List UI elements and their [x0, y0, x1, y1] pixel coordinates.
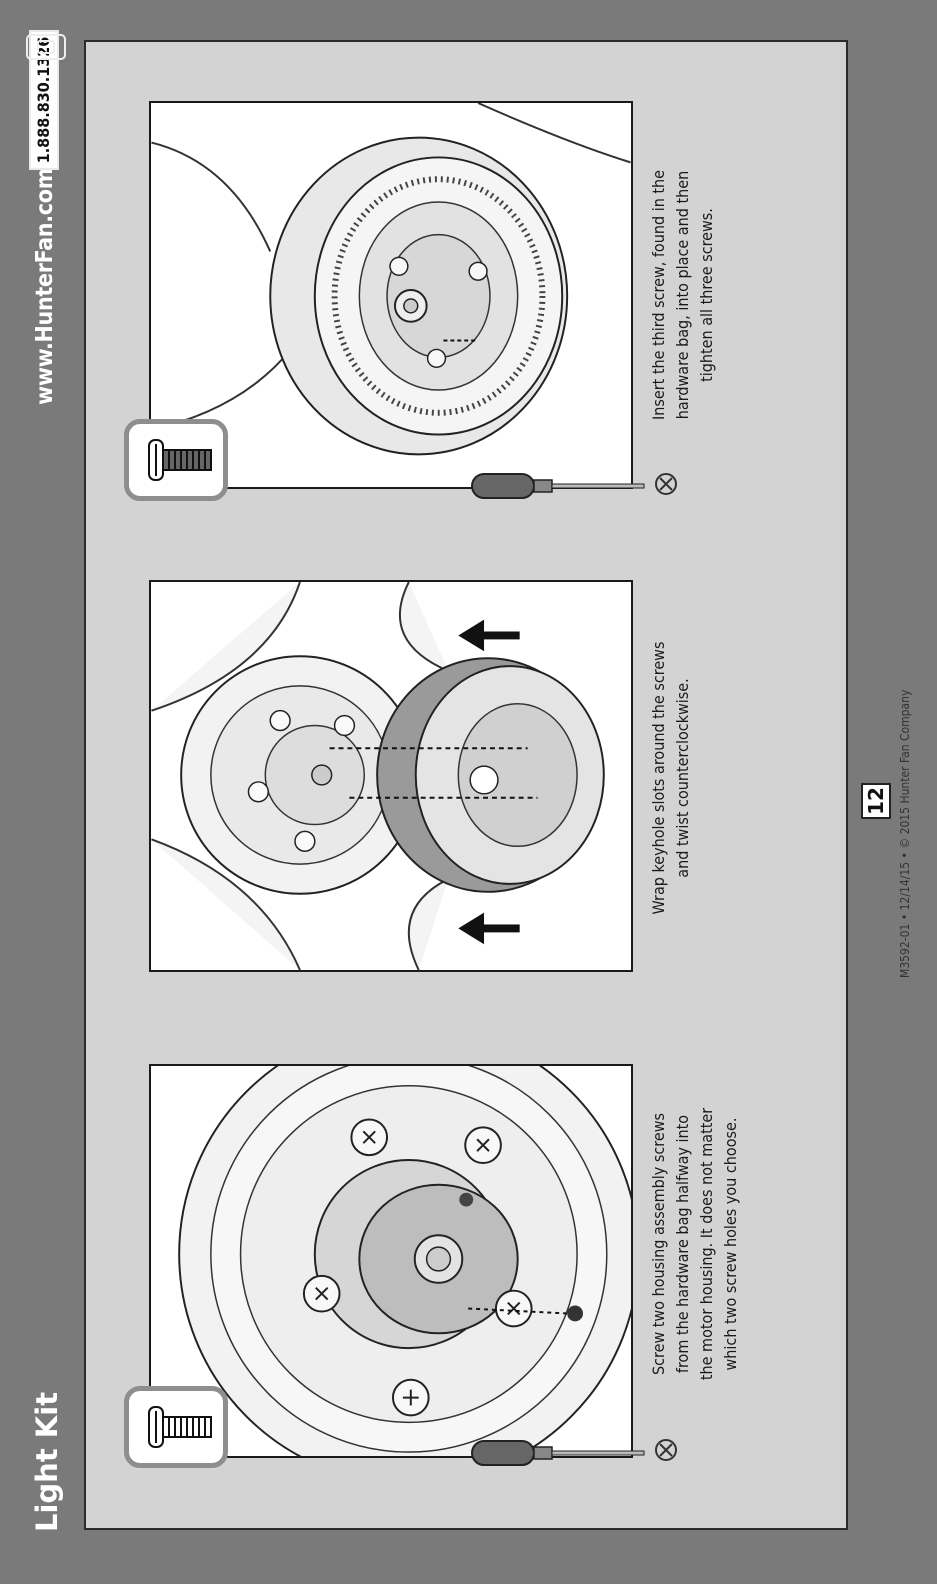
caption-line: which two screw holes you choose.: [721, 1117, 740, 1371]
page-number: 12: [861, 783, 891, 819]
screw-badge: [124, 1386, 228, 1468]
step-1-illustration: [149, 1064, 633, 1458]
caption-line: tighten all three screws.: [697, 208, 716, 382]
caption-line: Insert the third screw, found in the: [649, 169, 668, 421]
website-link[interactable]: www.HunterFan.com: [32, 168, 58, 405]
section-title: Light Kit: [30, 1391, 64, 1532]
caption-line: and twist counterclockwise.: [673, 678, 692, 878]
caption-line: the motor housing. It does not matter: [697, 1107, 716, 1381]
screwdriver-icon: [471, 1440, 645, 1466]
step-1-caption: Screw two housing assembly screws from t…: [647, 1084, 743, 1404]
step-2-caption: Wrap keyhole slots around the screws and…: [647, 618, 695, 938]
phone-icon: [26, 34, 66, 60]
no-power-tool-icon: [655, 473, 677, 495]
caption-line: Wrap keyhole slots around the screws: [649, 641, 668, 915]
caption-line: Screw two housing assembly screws: [649, 1112, 668, 1376]
screw-badge: [124, 419, 228, 501]
arrow-up-icon: [458, 619, 520, 945]
caption-line: from the hardware bag halfway into: [673, 1114, 692, 1374]
screwdriver-icon: [471, 473, 645, 499]
footer-text: M3592-01 • 12/14/15 • © 2015 Hunter Fan …: [898, 689, 912, 978]
screw-icon: [148, 439, 212, 481]
assembled-housing-drawing: [151, 103, 631, 487]
motor-housing-drawing: [151, 1066, 631, 1456]
page-number-text: 12: [864, 787, 888, 815]
step-3-caption: Insert the third screw, found in the har…: [647, 135, 719, 455]
caption-line: hardware bag, into place and then: [673, 170, 692, 420]
step-2-illustration: [149, 580, 633, 972]
step-3-illustration: [149, 101, 633, 489]
screw-icon: [148, 1406, 212, 1448]
light-kit-housing-drawing: [151, 582, 631, 970]
no-power-tool-icon: [655, 1439, 677, 1461]
